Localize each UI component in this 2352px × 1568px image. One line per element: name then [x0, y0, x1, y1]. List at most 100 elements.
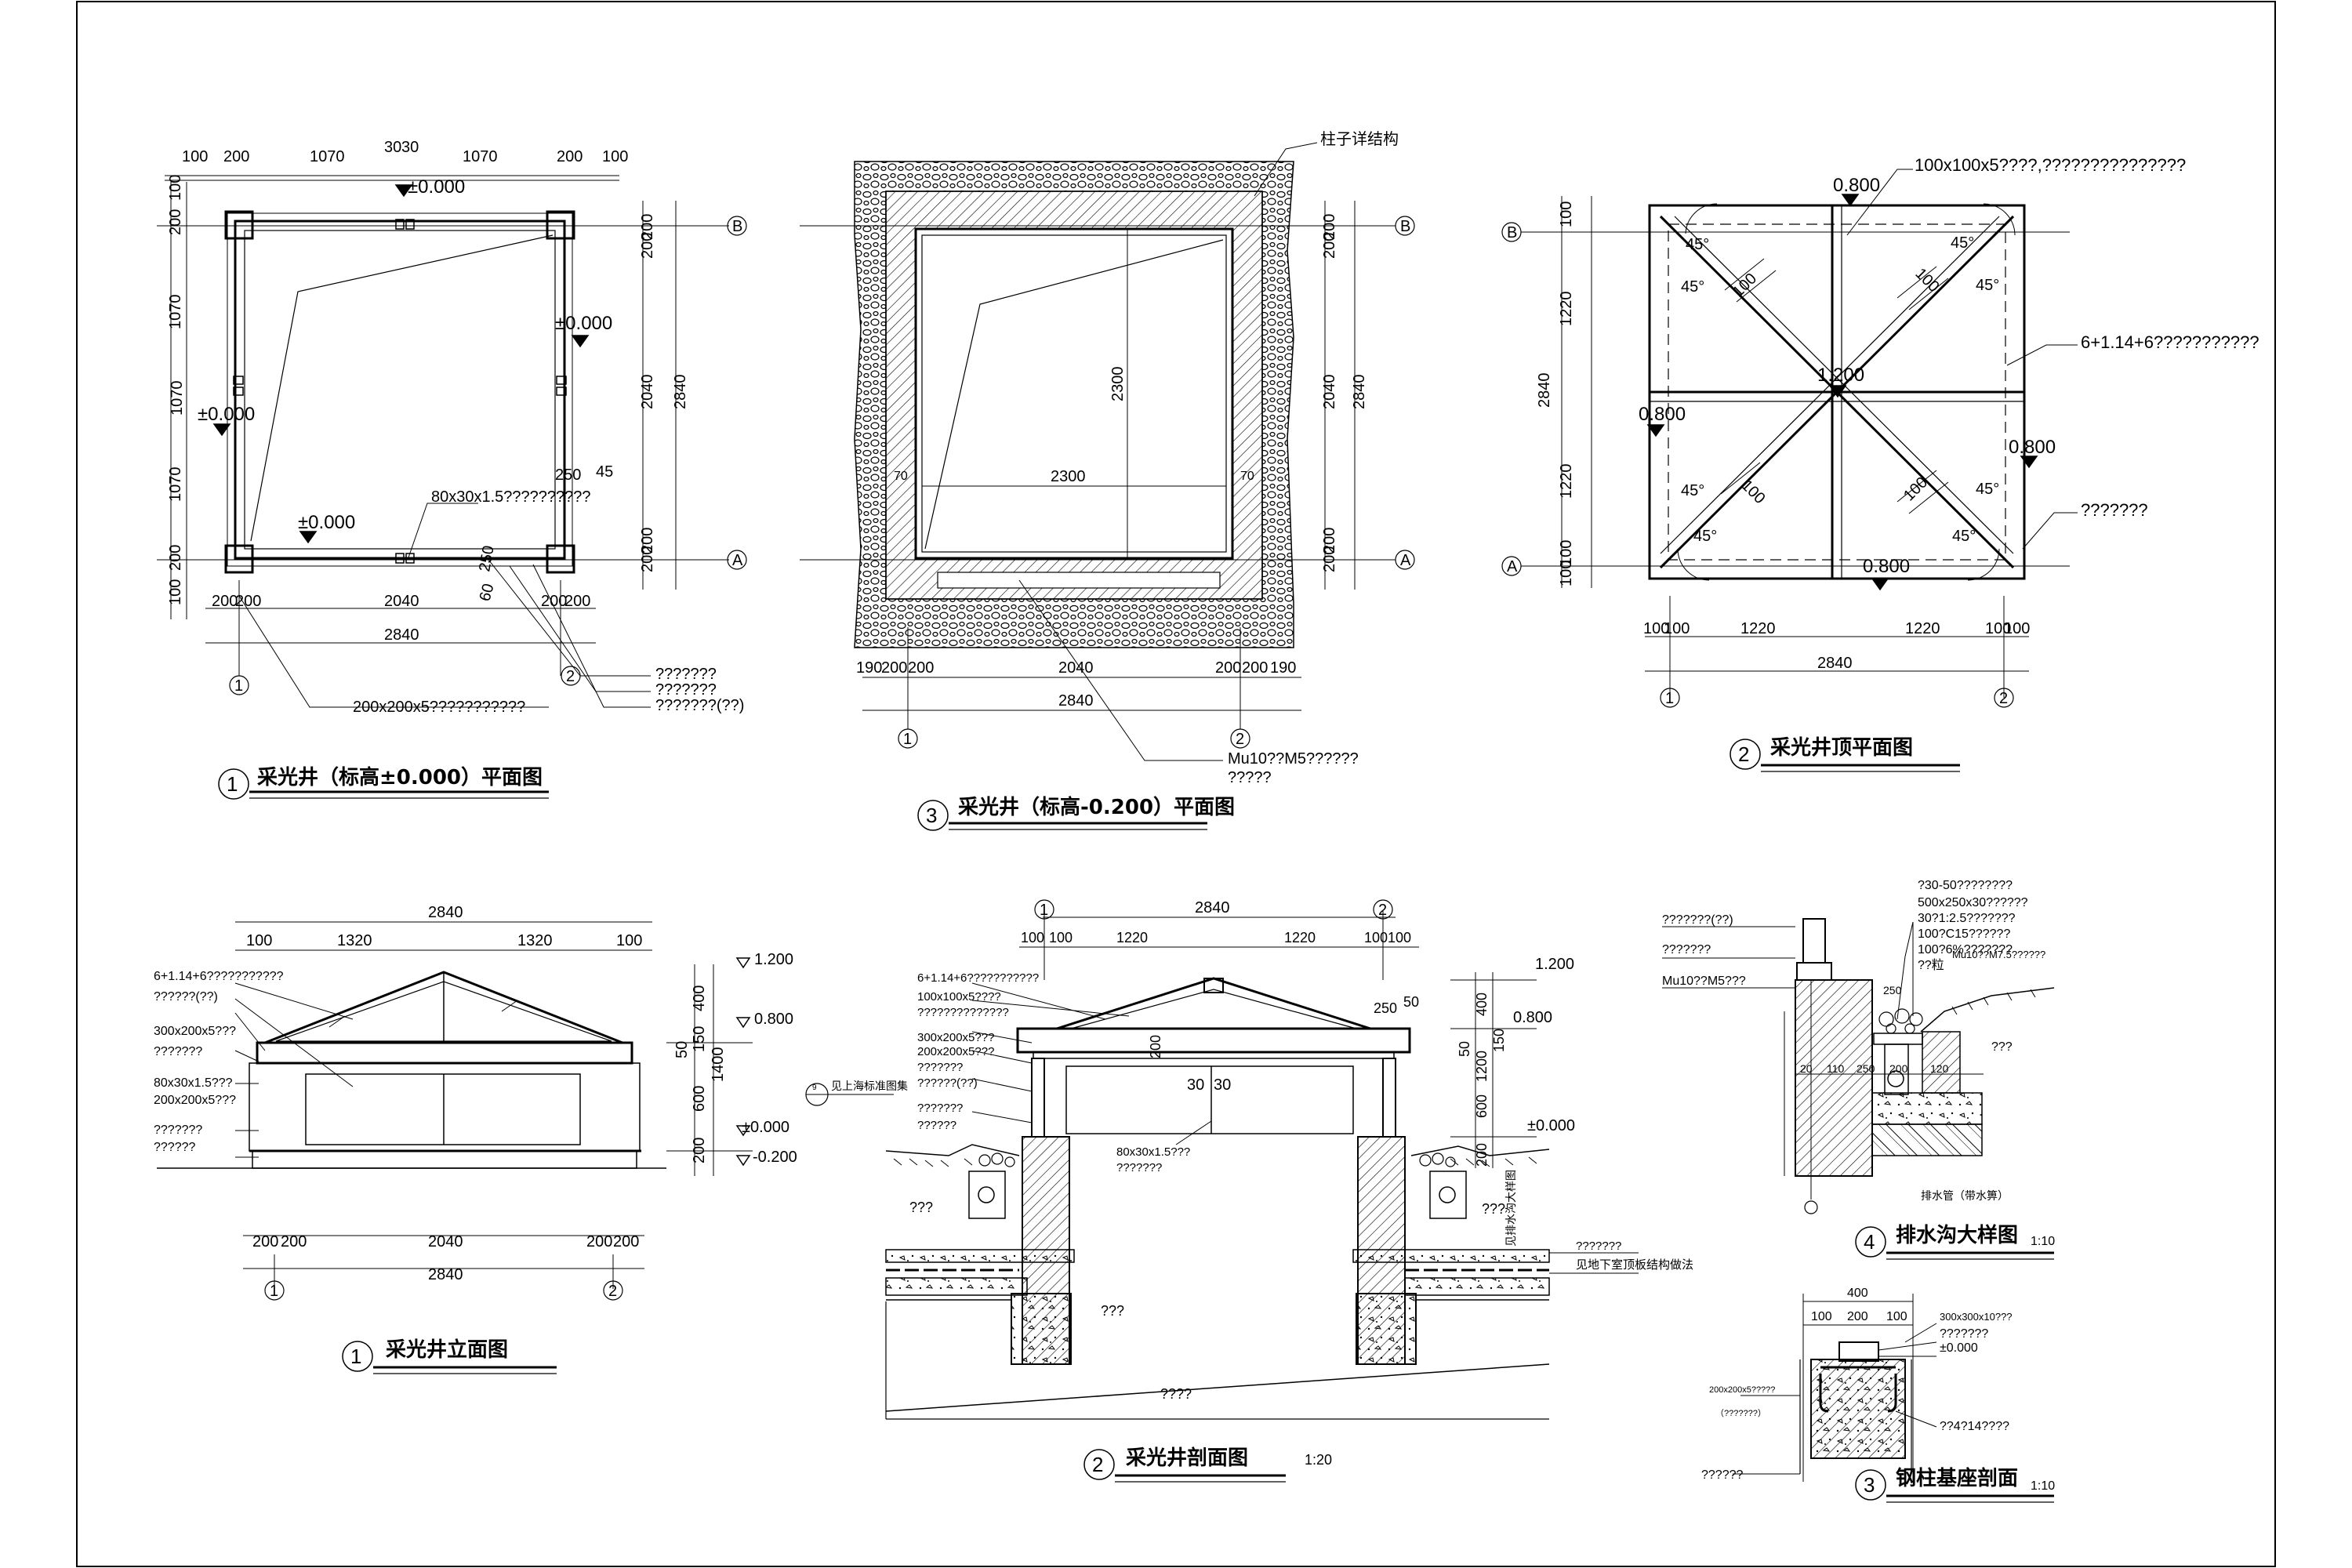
dim-text: 60	[477, 582, 498, 603]
steel-post	[546, 544, 575, 574]
dim-text: 100	[167, 579, 184, 605]
dim-text: 1220	[1284, 930, 1316, 946]
dim-text: 100	[1021, 930, 1044, 946]
note-text: 6+1.14+6???????????	[154, 970, 284, 983]
dim-text: 100	[602, 148, 628, 165]
drain-detail	[1662, 918, 2055, 1260]
level-text: 1.200	[1817, 365, 1864, 386]
dim-text: 2840	[1195, 899, 1230, 916]
dim-text: 1070	[167, 467, 184, 503]
note-text: ???????(??)	[655, 697, 744, 714]
view-number: 1	[227, 772, 238, 796]
view-title: 采光井剖面图	[1126, 1446, 1248, 1470]
note-text: ???????	[1662, 943, 1711, 956]
dim-text: 1400	[710, 1047, 727, 1083]
level-text: 1.200	[754, 951, 793, 968]
dim-text: 1070	[167, 295, 184, 330]
note-text: 80x30x1.5???	[1116, 1145, 1190, 1159]
dim-text: 100	[1811, 1310, 1832, 1323]
note-text: 100x100x5????,???????????????	[1915, 155, 2186, 175]
note-text: ?????	[1228, 769, 1272, 786]
note-text: Mu10??M7.5??????	[1952, 949, 2045, 960]
dim-text: 250	[1857, 1062, 1875, 1075]
dim-text: 200	[1242, 659, 1268, 677]
grid-label: A	[1507, 558, 1518, 575]
dim-text: 200	[1321, 214, 1338, 240]
dim-text: 2300	[1051, 468, 1086, 485]
view-number: 3	[1864, 1473, 1875, 1497]
level-text: 0.800	[2009, 437, 2056, 458]
dim-text: 2040	[428, 1233, 463, 1250]
dim-text: 100	[1558, 201, 1575, 227]
grid-label: A	[1400, 552, 1411, 569]
dim-text: 1220	[1740, 620, 1776, 637]
dim-text: 100	[1364, 930, 1388, 946]
dim-text: 2840	[1351, 375, 1368, 410]
dim-text: 20	[1800, 1062, 1813, 1075]
view-number: 1	[350, 1345, 361, 1368]
note-text: 见地下室顶板结构做法	[1576, 1258, 1693, 1272]
dim-text: 400	[1474, 993, 1490, 1016]
dim-text: 100	[167, 175, 184, 201]
note-text: 500x250x30??????	[1918, 896, 2028, 909]
note-text: 200x200x5???	[154, 1094, 236, 1107]
note-text: ??4?14????	[1940, 1420, 2009, 1433]
note-text: 柱子详结构	[1320, 130, 1399, 148]
view-title: 采光井（标高-0.200）平面图	[958, 795, 1235, 819]
note-text: ??????	[1701, 1468, 1743, 1482]
dim-text: 1320	[337, 932, 372, 949]
dim-text: 190	[856, 659, 882, 677]
dim-text: 100	[1049, 930, 1073, 946]
note-text: 300x200x5???	[154, 1025, 236, 1038]
dim-text: 200	[564, 593, 590, 610]
grid-label: 1	[1040, 902, 1048, 919]
section-labels: 2840 100 100 1220 1220 100 100 250 50 20…	[812, 899, 1693, 1476]
angle-text: 45°	[1952, 528, 1976, 545]
note-text: （???????）	[1715, 1408, 1766, 1418]
roofplan-labels: 0.800 1.200 0.800 0.800 0.800 45° 45° 45…	[1507, 155, 2259, 766]
note-text: ??????(??)	[154, 990, 218, 1004]
dim-text: 2040	[384, 593, 419, 610]
dim-text: 200	[613, 1233, 639, 1250]
dim-text: 200	[1215, 659, 1241, 677]
dim-text: 100	[1558, 540, 1575, 566]
plan3-labels: 柱子详结构 2300 2300 70 70 190 200 200 2040 2…	[856, 130, 1411, 827]
dim-text: 200	[235, 593, 261, 610]
level-text: ±0.000	[408, 176, 465, 198]
note-text: ???????	[154, 1123, 202, 1137]
dim-text: 250	[1374, 1000, 1397, 1016]
note-text: ???????	[1576, 1240, 1621, 1253]
material-text: ???	[1482, 1201, 1505, 1217]
dim-text: 200	[586, 1233, 612, 1250]
dim-text: 200	[1321, 233, 1338, 259]
grid-label: 2	[608, 1283, 617, 1300]
dim-text: 100	[246, 932, 272, 949]
level-text: ±0.000	[555, 313, 612, 334]
note-text: 6+1.14+6???????????	[2081, 332, 2259, 352]
note-text: 200x200x5???	[917, 1045, 994, 1058]
section-view	[805, 899, 1639, 1483]
dim-text: 1220	[1905, 620, 1940, 637]
note-text: ???????	[1940, 1327, 1988, 1341]
dim-text: 100	[1558, 561, 1575, 586]
angle-text: 45°	[1976, 277, 1999, 294]
dim-text: 200	[881, 659, 907, 677]
dim-text: 45	[596, 463, 613, 481]
plan-view-level-minus-0200	[800, 142, 1415, 831]
dim-text: 600	[1474, 1094, 1490, 1118]
footing-detail	[1733, 1294, 2054, 1503]
dim-text: 50	[673, 1041, 691, 1058]
elevation-view	[157, 921, 753, 1374]
note-text: ???????(??)	[1662, 913, 1733, 927]
note-text: 200x200x5???????????	[353, 699, 525, 716]
note-text: 300x200x5???	[917, 1031, 994, 1044]
dim-text: 2040	[1321, 375, 1338, 410]
note-text: 30?1:2.5???????	[1918, 912, 2016, 925]
note-text: ??????(??)	[917, 1076, 978, 1090]
dim-text: 200	[1321, 546, 1338, 572]
dim-text: 200	[639, 546, 656, 572]
steel-post	[224, 210, 254, 240]
dim-text: 100	[1664, 620, 1690, 637]
view-number: 3	[926, 804, 937, 827]
note-text: 见排水沟大样图	[1504, 1170, 1517, 1247]
